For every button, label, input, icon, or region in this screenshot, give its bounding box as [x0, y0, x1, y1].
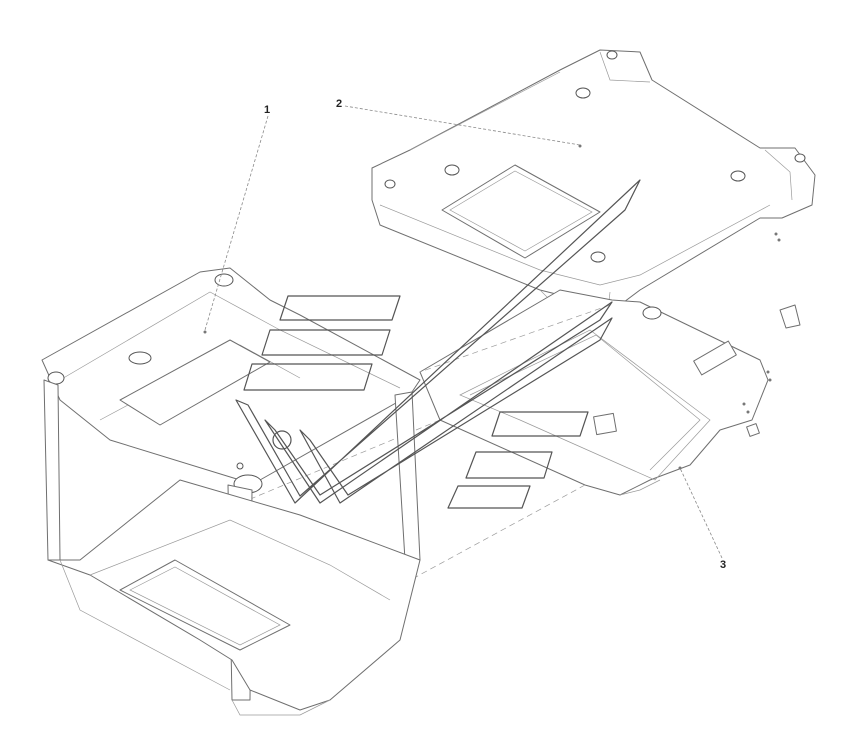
callout-3-leader [679, 467, 723, 559]
roof-panel-part-2 [371, 49, 816, 321]
callout-2-label: 2 [336, 98, 342, 110]
floor-panel-part-3 [419, 232, 801, 496]
callout-3-label: 3 [720, 559, 726, 571]
watermark-logo [235, 179, 641, 509]
cab-frame-part-1 [41, 267, 421, 716]
callout-1-label: 1 [264, 104, 270, 116]
callouts: 1 2 3 [203, 98, 726, 571]
callout-1-leader [204, 115, 269, 331]
